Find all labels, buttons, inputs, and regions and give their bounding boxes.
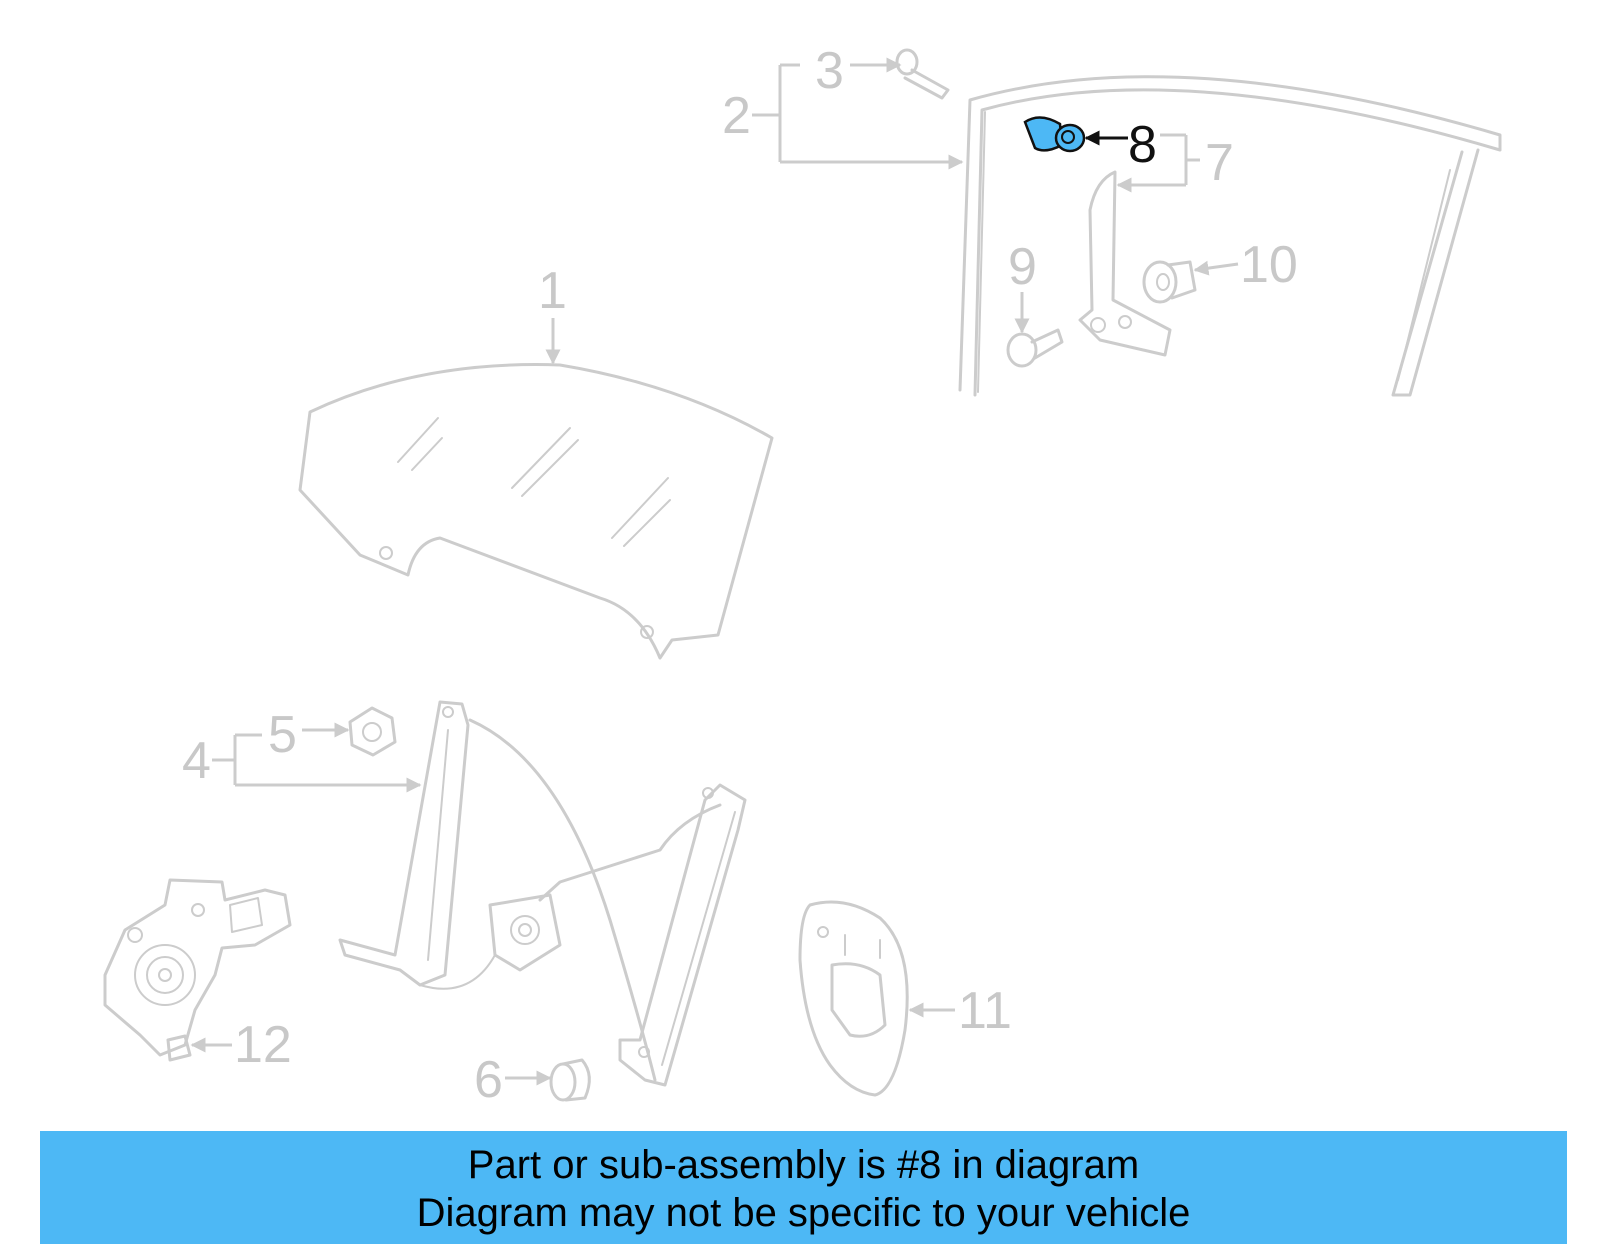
callout-2: 2 [722,87,751,145]
access-cover-part [798,900,909,1097]
door-frame-part [958,75,1502,397]
clip-part-10 [1142,260,1197,304]
callout-10: 10 [1240,236,1298,294]
clip-part-8-highlight [1023,116,1086,153]
bolt-part-3 [895,48,950,100]
info-banner: Part or sub-assembly is #8 in diagram Di… [40,1131,1567,1244]
callout-1: 1 [538,262,567,320]
grommet-part-6 [549,1058,591,1102]
door-glass-part [298,363,774,660]
callout-7: 7 [1205,134,1234,192]
callout-5: 5 [268,706,297,764]
callout-3: 3 [815,42,844,100]
screw-part-9 [1006,328,1064,368]
callout-12: 12 [234,1016,292,1074]
banner-line-part-number: Part or sub-assembly is #8 in diagram [467,1143,1140,1187]
callout-9: 9 [1008,238,1037,296]
leader-lines [190,57,1239,1086]
window-regulator-part [338,700,747,1087]
nut-part-5 [348,706,397,757]
callout-11: 11 [958,982,1012,1040]
regulator-motor-part [103,878,292,1062]
callout-6: 6 [474,1051,503,1109]
banner-line-disclaimer: Diagram may not be specific to your vehi… [416,1191,1191,1235]
callout-8: 8 [1128,116,1157,174]
callout-4: 4 [182,732,211,790]
